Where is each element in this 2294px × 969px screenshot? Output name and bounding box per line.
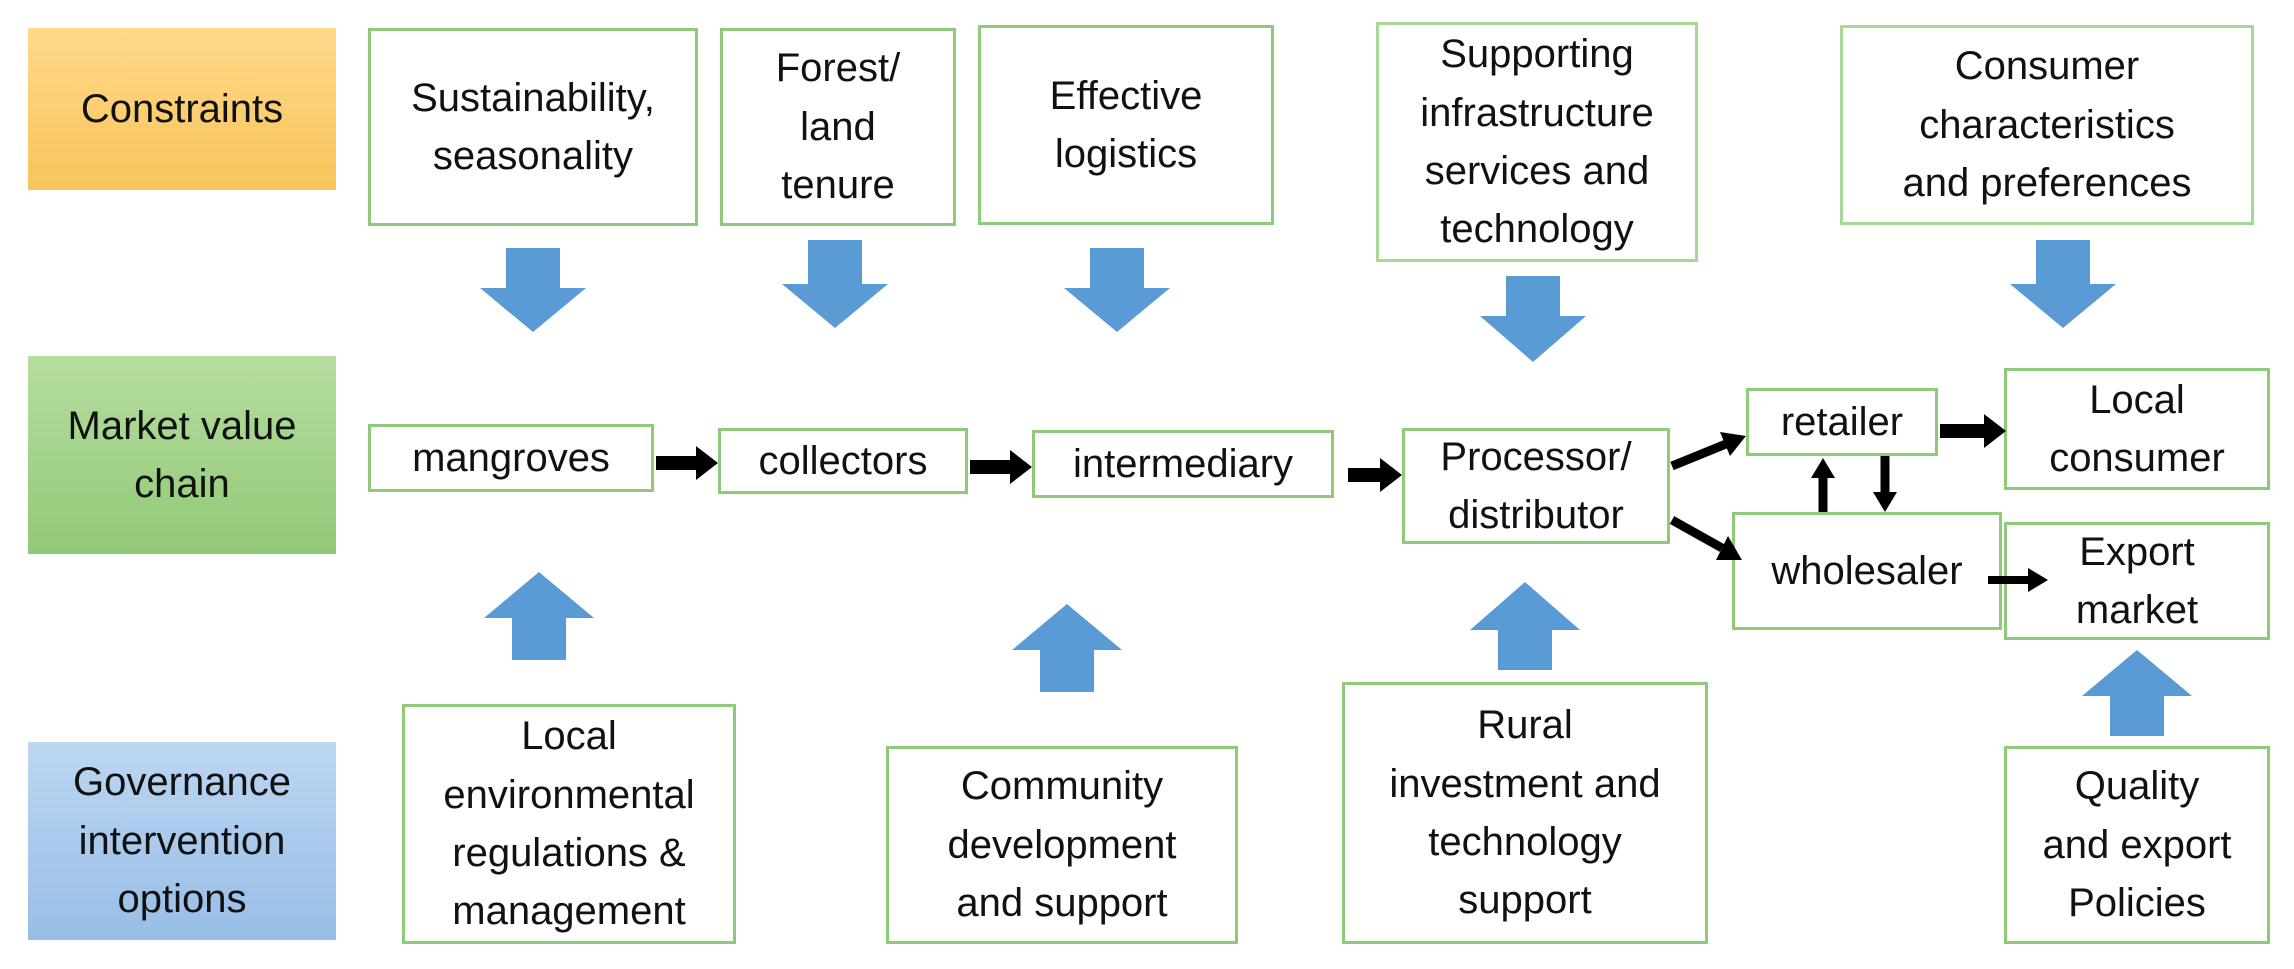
chain-processor-distributor: Processor/ distributor xyxy=(1402,428,1670,544)
row-label-market-value-chain: Market value chain xyxy=(28,356,336,554)
constraint-sustainability: Sustainability, seasonality xyxy=(368,28,698,226)
constraint-land-tenure-text: Forest/ land tenure xyxy=(775,46,901,208)
row-label-constraints-text: Constraints xyxy=(80,86,284,131)
constraint-logistics-text: Effective logistics xyxy=(1049,73,1203,176)
chain-intermediary-text: intermediary xyxy=(1072,441,1294,486)
flow-arrow-collectors-intermediary xyxy=(970,450,1032,484)
row-label-market-text: Market value chain xyxy=(67,403,297,506)
up-arrow-community xyxy=(1012,604,1122,692)
governance-quality: Quality and export Policies xyxy=(2004,746,2270,944)
governance-quality-text: Quality and export Policies xyxy=(2042,764,2232,926)
governance-rural-text: Rural investment and technology support xyxy=(1389,703,1661,923)
down-arrow-infrastructure xyxy=(1480,276,1586,362)
chain-wholesaler-text: wholesaler xyxy=(1771,548,1963,593)
chain-retailer-text: retailer xyxy=(1780,399,1904,444)
governance-rural: Rural investment and technology support xyxy=(1342,682,1708,944)
chain-mangroves: mangroves xyxy=(368,424,654,492)
down-arrow-sustainability xyxy=(480,248,586,332)
governance-community: Community development and support xyxy=(886,746,1238,944)
constraint-consumer-text: Consumer characteristics and preferences xyxy=(1902,44,2192,206)
constraint-logistics: Effective logistics xyxy=(978,25,1274,225)
up-arrow-quality xyxy=(2082,650,2192,736)
down-arrow-consumer xyxy=(2010,240,2116,328)
flow-arrow-processor-retailer-shaft xyxy=(1670,439,1728,471)
up-arrow-regulations xyxy=(484,572,594,660)
row-label-governance: Governance intervention options xyxy=(28,742,336,940)
flow-arrow-retailer-local-consumer xyxy=(1940,414,2006,448)
flow-arrow-wholesaler-export xyxy=(1988,568,2048,592)
row-label-constraints: Constraints xyxy=(28,28,336,190)
row-label-governance-text: Governance intervention options xyxy=(73,760,291,922)
chain-collectors: collectors xyxy=(718,428,968,494)
flow-arrow-retailer-wholesaler-head xyxy=(1873,492,1897,512)
constraint-consumer: Consumer characteristics and preferences xyxy=(1840,25,2254,225)
chain-processor-text: Processor/ distributor xyxy=(1440,434,1632,537)
chain-intermediary: intermediary xyxy=(1032,430,1334,498)
constraint-infrastructure: Supporting infrastructure services and t… xyxy=(1376,22,1698,262)
constraint-land-tenure: Forest/ land tenure xyxy=(720,28,956,226)
chain-local-consumer-text: Local consumer xyxy=(2049,377,2225,480)
down-arrow-tenure xyxy=(782,240,888,328)
constraint-sustainability-text: Sustainability, seasonality xyxy=(411,75,655,178)
chain-wholesaler: wholesaler xyxy=(1732,512,2002,630)
up-arrow-rural xyxy=(1470,582,1580,670)
governance-community-text: Community development and support xyxy=(947,764,1177,926)
down-arrow-logistics xyxy=(1064,248,1170,332)
chain-retailer: retailer xyxy=(1746,388,1938,456)
flow-arrow-processor-retailer-head xyxy=(1720,432,1746,456)
flow-arrow-mangroves-collectors xyxy=(656,446,718,480)
governance-regulations-text: Local environmental regulations & manage… xyxy=(443,714,695,934)
chain-collectors-text: collectors xyxy=(758,438,928,483)
governance-regulations: Local environmental regulations & manage… xyxy=(402,704,736,944)
chain-mangroves-text: mangroves xyxy=(412,435,610,480)
constraint-infrastructure-text: Supporting infrastructure services and t… xyxy=(1420,32,1654,252)
chain-local-consumer: Local consumer xyxy=(2004,368,2270,490)
flow-arrow-processor-wholesaler-shaft xyxy=(1669,516,1725,552)
chain-export-market: Export market xyxy=(2004,522,2270,640)
flow-arrow-processor-wholesaler-head xyxy=(1716,536,1742,560)
flow-arrow-intermediary-processor xyxy=(1348,458,1402,492)
chain-export-market-text: Export market xyxy=(2075,529,2199,632)
flow-arrow-wholesaler-retailer-head xyxy=(1811,458,1835,478)
